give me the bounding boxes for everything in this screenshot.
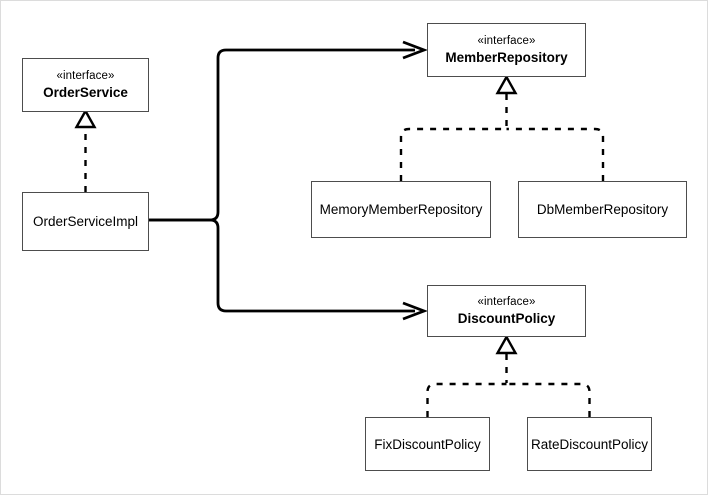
class-name-label: MemoryMemberRepository: [319, 202, 483, 217]
class-box-rate-discount-policy[interactable]: RateDiscountPolicy: [527, 417, 652, 471]
realization-dash-branch-rate: [506, 382, 591, 417]
class-name-label: DiscountPolicy: [457, 311, 556, 326]
open-arrowhead: [402, 301, 428, 321]
class-name-label: OrderService: [43, 85, 128, 100]
edge-impl-realizes-orderservice: [74, 108, 97, 192]
stereotype-label: «interface»: [477, 296, 536, 308]
class-name-label: MemberRepository: [445, 50, 568, 65]
class-box-order-service[interactable]: «interface» OrderService: [22, 58, 149, 112]
hollow-triangle-arrowhead: [495, 334, 518, 355]
class-box-db-member-repository[interactable]: DbMemberRepository: [518, 181, 687, 238]
realization-dash-branch-memory: [399, 127, 507, 181]
stereotype-label: «interface»: [477, 35, 536, 47]
edge-group-discountpolicy-realizations: [426, 334, 591, 417]
class-box-order-service-impl[interactable]: OrderServiceImpl: [22, 192, 149, 251]
class-name-label: RateDiscountPolicy: [530, 436, 649, 452]
open-arrowhead: [402, 40, 428, 60]
hollow-triangle-arrowhead: [495, 74, 518, 95]
class-box-memory-member-repository[interactable]: MemoryMemberRepository: [311, 181, 491, 238]
edge-group-memberrepository-realizations: [399, 74, 605, 181]
class-name-label: OrderServiceImpl: [32, 214, 139, 229]
edge-impl-uses-discountpolicy: [149, 218, 428, 321]
realization-dash-branch-fix: [426, 382, 507, 417]
stereotype-label: «interface»: [56, 70, 115, 82]
class-name-label: DbMemberRepository: [536, 202, 669, 217]
hollow-triangle-arrowhead: [74, 108, 97, 129]
realization-dash-branch-db: [506, 127, 605, 181]
association-path: [149, 218, 415, 313]
class-name-label: FixDiscountPolicy: [374, 436, 481, 452]
class-box-discount-policy[interactable]: «interface» DiscountPolicy: [427, 285, 586, 337]
class-box-member-repository[interactable]: «interface» MemberRepository: [427, 23, 586, 77]
class-box-fix-discount-policy[interactable]: FixDiscountPolicy: [365, 417, 490, 471]
